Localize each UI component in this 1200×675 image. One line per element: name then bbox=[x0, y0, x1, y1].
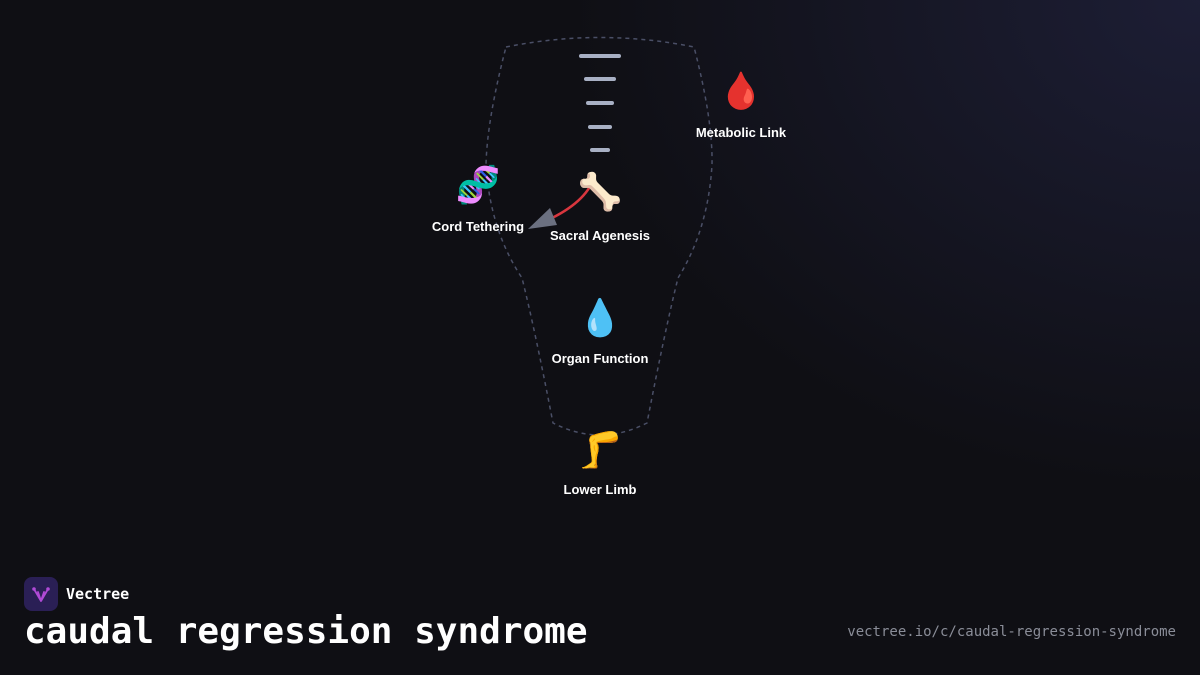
brand: Vectree bbox=[24, 577, 129, 611]
node-label-cord-tethering: Cord Tethering bbox=[431, 219, 525, 234]
page-title: caudal regression syndrome bbox=[24, 611, 588, 652]
droplet-icon: 💧 bbox=[577, 298, 623, 339]
brand-name: Vectree bbox=[66, 585, 130, 603]
bone-icon: 🦴 bbox=[577, 172, 623, 213]
node-label-metabolic-link: Metabolic Link bbox=[695, 125, 787, 140]
blood-drop-icon: 🩸 bbox=[718, 71, 764, 112]
node-label-sacral-agenesis: Sacral Agenesis bbox=[550, 228, 650, 243]
leg-icon: 🦵 bbox=[577, 430, 623, 471]
spine-marks bbox=[579, 54, 621, 152]
arrow-head bbox=[528, 208, 557, 229]
dna-icon: 🧬 bbox=[455, 165, 501, 206]
node-label-lower-limb: Lower Limb bbox=[563, 482, 637, 497]
vectree-tree-icon bbox=[24, 577, 58, 611]
arrow-curve bbox=[551, 174, 597, 220]
node-label-organ-function: Organ Function bbox=[551, 351, 649, 366]
body-outline bbox=[485, 36, 713, 436]
page-url[interactable]: vectree.io/c/caudal-regression-syndrome bbox=[847, 624, 1176, 640]
